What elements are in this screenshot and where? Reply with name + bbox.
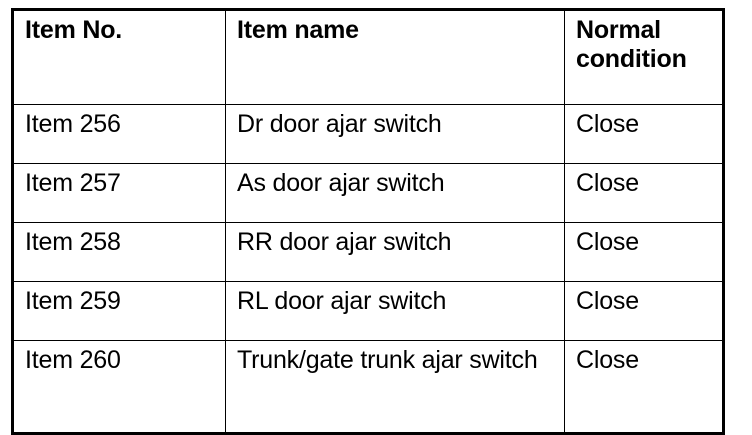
table-header-row: Item No. Item name Normal condition xyxy=(12,9,724,105)
cell-item-no: Item 257 xyxy=(12,163,226,223)
item-condition-table: Item No. Item name Normal condition Item… xyxy=(11,8,725,435)
table-header: Item No. Item name Normal condition xyxy=(12,9,724,105)
cell-item-name: RR door ajar switch xyxy=(225,222,565,282)
cell-item-name: Trunk/gate trunk ajar switch xyxy=(225,340,565,434)
table-row: Item 258 RR door ajar switch Close xyxy=(12,222,724,282)
table-row: Item 256 Dr door ajar switch Close xyxy=(12,104,724,164)
cell-normal-condition: Close xyxy=(564,104,724,164)
cell-item-name: RL door ajar switch xyxy=(225,281,565,341)
cell-item-name: Dr door ajar switch xyxy=(225,104,565,164)
cell-normal-condition: Close xyxy=(564,163,724,223)
table-row: Item 259 RL door ajar switch Close xyxy=(12,281,724,341)
cell-normal-condition: Close xyxy=(564,281,724,341)
cell-item-no: Item 256 xyxy=(12,104,226,164)
cell-item-no: Item 259 xyxy=(12,281,226,341)
document-page: Item No. Item name Normal condition Item… xyxy=(11,8,725,435)
column-header-item-no: Item No. xyxy=(12,9,226,105)
table-row: Item 257 As door ajar switch Close xyxy=(12,163,724,223)
table-body: Item 256 Dr door ajar switch Close Item … xyxy=(12,104,724,434)
table-row: Item 260 Trunk/gate trunk ajar switch Cl… xyxy=(12,340,724,434)
column-header-normal-condition: Normal condition xyxy=(564,9,724,105)
cell-item-no: Item 260 xyxy=(12,340,226,434)
cell-normal-condition: Close xyxy=(564,222,724,282)
cell-normal-condition: Close xyxy=(564,340,724,434)
cell-item-name: As door ajar switch xyxy=(225,163,565,223)
column-header-item-name: Item name xyxy=(225,9,565,105)
cell-item-no: Item 258 xyxy=(12,222,226,282)
